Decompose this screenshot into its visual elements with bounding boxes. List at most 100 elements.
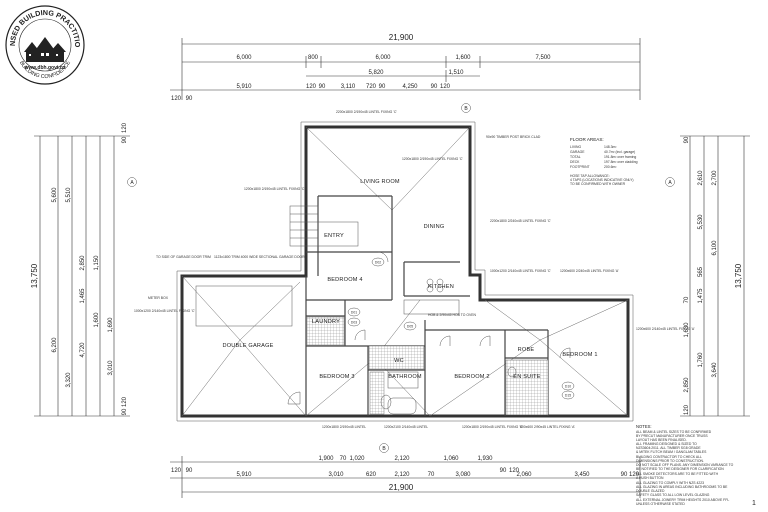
window-tag-icon: [347, 317, 361, 327]
tag-d15: D15: [565, 394, 571, 398]
misc-labels: METER BOX TO SIDE OF GARAGE DOOR TRIM 11…: [148, 135, 756, 507]
note-line: DO NOT SCALE OFF PLANS. ANY DIMENSION VA…: [636, 463, 734, 467]
window-tags: D01 D03 D02 D05 D10 D15: [347, 257, 575, 400]
entry-steps: [289, 205, 359, 247]
page-number: 1: [752, 500, 756, 507]
lintel-note: 1000x1200 2/140x45 LINTEL FIXING 'C': [134, 309, 195, 313]
dim-bot-70: 70: [340, 456, 347, 462]
toilet-icon: [380, 394, 392, 410]
dim-bot-90a: 90: [186, 468, 193, 474]
fa-label-footprint: FOOTPRINT: [570, 165, 590, 169]
dim-top-1600: 1,600: [455, 55, 471, 61]
dim-bot-1020: 1,020: [349, 456, 365, 462]
dim-top-120c: 120: [440, 84, 451, 90]
room-entry: ENTRY: [324, 233, 344, 239]
dim-right-2850: 2,850: [684, 377, 690, 393]
dim-bot-90b: 90: [500, 468, 507, 474]
fa-value-living: 148.3m²: [604, 145, 617, 149]
window-tag-icon: [371, 257, 385, 267]
window-tag-icon: [347, 307, 361, 317]
dim-right-70: 70: [684, 296, 690, 303]
dim-left-120a: 120: [122, 122, 128, 133]
fa-value-deck: 197.8m² over cladding: [604, 160, 638, 164]
section-markers: A A B B: [127, 103, 675, 453]
room-robe: ROBE: [518, 347, 535, 353]
dim-bot-120a: 120: [171, 468, 182, 474]
room-garage: DOUBLE GARAGE: [222, 343, 273, 349]
lintel-note: 2200x1800 2/190x45 LINTEL FIXING 'C': [336, 110, 397, 114]
dim-top-800: 800: [308, 55, 319, 61]
dim-left-6200: 6,200: [52, 337, 58, 353]
dim-top-720: 720: [366, 84, 377, 90]
lintel-note: 1200x1800 2/190x45 LINTEL FIXING 'C': [402, 157, 463, 161]
dim-top-3110: 3,110: [341, 84, 356, 90]
dim-right-1475: 1,475: [698, 288, 704, 304]
ensuite-toilet-icon: [507, 366, 517, 378]
section-b-top: B: [464, 106, 468, 112]
left-dimensions: 13,750 5,600 5,510 2,850 1,150 1,465 1,6…: [30, 122, 130, 417]
dim-right-120: 120: [684, 404, 690, 415]
dim-top-90a: 90: [186, 96, 193, 102]
section-a-left: A: [130, 180, 134, 186]
doors: [287, 251, 571, 405]
dim-top-1510: 1,510: [448, 70, 464, 76]
notes-block: NOTES: ALL BEAM & LINTEL SIZES TO BE CON…: [636, 424, 734, 506]
lintel-note: 1200x600 2/240x45 LINTEL FIXING 'A': [560, 269, 619, 273]
dim-bot-2120b: 2,120: [394, 472, 410, 478]
top-dimensions: 21,900 6,000 800 6,000 1,600 7,500 5,820…: [170, 33, 641, 102]
note-line: BUILDING CONTRACTOR TO CHECK ALL: [636, 455, 702, 459]
note-line: ALL SMOKE DETECTORS ARE TO BE FITTED WIT…: [636, 472, 719, 476]
dim-left-4720: 4,720: [80, 342, 86, 358]
dim-bot-70b: 70: [428, 472, 435, 478]
dim-left-120b: 120: [122, 396, 128, 407]
lintel-note: 1200x1800 2/190x45 LINTEL: [322, 425, 366, 429]
section-marker-icon: [461, 103, 471, 113]
dim-bot-120c: 120: [629, 472, 640, 478]
dim-bot-3450: 3,450: [574, 472, 590, 478]
room-kitchen: KITCHEN: [428, 284, 454, 290]
dim-bot-620: 620: [366, 472, 377, 478]
lbp-logo: LICENSED BUILDING PRACTITIONER BUILDING …: [4, 4, 85, 85]
dim-bot-90c: 90: [621, 472, 628, 478]
brick-post-label: 90x90 TIMBER POST BRICK CLAD: [486, 135, 541, 139]
hob-label: HOB & 2/90x45 HOB TO OVEN: [428, 313, 476, 317]
dim-right-1760: 1,760: [698, 352, 704, 368]
dim-left-2850: 2,850: [80, 255, 86, 271]
floor-areas-block: FLOOR AREAS: LIVING 148.3m² GARAGE 40.7m…: [570, 137, 638, 186]
dim-right-1630: 1,630: [684, 322, 690, 338]
window-tag-icon: [403, 321, 417, 331]
dim-right-2610: 2,610: [698, 170, 704, 186]
dim-top-90d: 90: [431, 84, 438, 90]
note-line: ALL EXTERNAL JOINERY TRIM HEIGHTS 2010 A…: [636, 498, 729, 502]
dim-top-4250: 4,250: [402, 84, 418, 90]
note-line: ALL GLAZING IN AREAS INCLUDING BATHROOMS…: [636, 485, 728, 489]
garage-door-swing: [287, 391, 301, 405]
top-total-dim: 21,900: [389, 33, 414, 42]
right-dimensions: 13,750 2,610 2,700 5,530 6,100 1,475 565…: [680, 135, 750, 417]
window-tag-icon: [561, 390, 575, 400]
tag-d02: D02: [375, 261, 381, 265]
note-line: UNLESS OTHERWISE STATED: [636, 502, 685, 506]
lintel-note: 800x600 2/90x45 LINTEL FIXING 'A': [520, 425, 575, 429]
room-bedroom-1: BEDROOM 1: [562, 352, 597, 358]
lintel-note: 1200x2100 2/140x45 LINTEL: [384, 425, 428, 429]
fa-value-total: 191.8m² over framing: [604, 155, 636, 159]
dim-left-1600: 1,600: [94, 312, 100, 328]
dim-bot-2120: 2,120: [394, 456, 410, 462]
note-line: BE NOTIFIED TO THE DESIGNER FOR CLARIFIC…: [636, 467, 724, 471]
floor-areas-heading: FLOOR AREAS:: [570, 137, 604, 142]
dim-bot-5910: 5,910: [236, 472, 252, 478]
tag-d01: D01: [351, 311, 357, 315]
right-total-dim: 13,750: [734, 263, 743, 288]
left-total-dim: 13,750: [30, 263, 39, 288]
lintel-note: 1000x1200 2/140x45 LINTEL FIXING 'C': [490, 269, 551, 273]
lintel-note: 1200x600 2/140x45 LINTEL FIXING 'A': [636, 327, 695, 331]
section-a-right: A: [668, 180, 672, 186]
dim-right-90: 90: [684, 136, 690, 143]
fa-label-garage: GARAGE: [570, 150, 585, 154]
dim-top-90b: 90: [319, 84, 326, 90]
dim-right-565: 565: [698, 266, 704, 277]
garage-door-label: 1123x1800 TRIM 4000 WIDE SECTIONAL GARAG…: [214, 255, 305, 259]
dim-left-1690: 1,690: [108, 317, 114, 333]
